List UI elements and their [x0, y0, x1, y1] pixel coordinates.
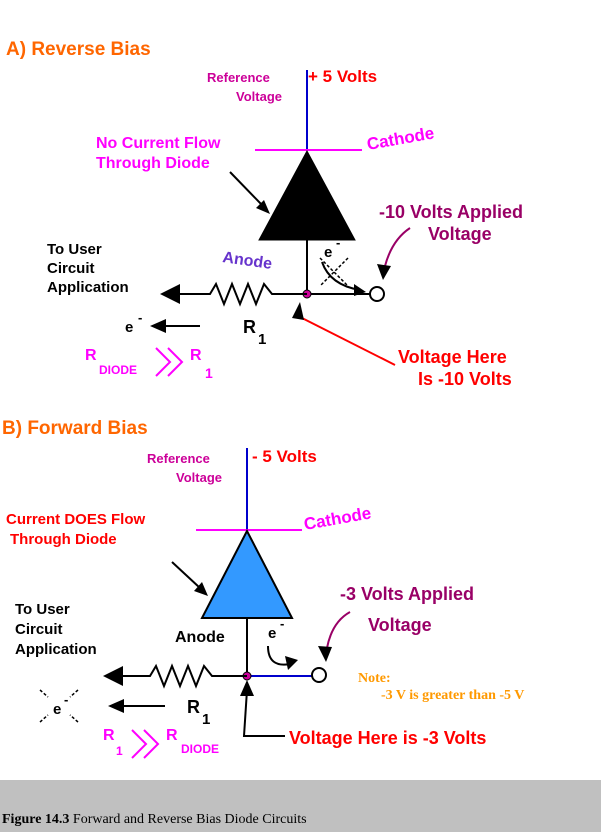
forward-compare-left: R [103, 727, 115, 744]
reverse-electron-arrowhead [354, 284, 366, 296]
forward-user-label-1: To User [15, 601, 70, 618]
reverse-reference-label-2: Voltage [236, 89, 282, 104]
reverse-applied-arrowhead [377, 264, 391, 280]
forward-applied-terminal [311, 667, 327, 683]
reverse-resistor-sub: 1 [258, 331, 266, 348]
reverse-applied-pointer [384, 227, 411, 267]
forward-reference-label-2: Voltage [176, 470, 222, 485]
reverse-node-arrowhead [292, 302, 304, 320]
forward-electron-line-sup: - [64, 692, 68, 707]
reverse-resistor [170, 281, 307, 307]
reverse-applied-terminal [369, 286, 385, 302]
forward-current-arrowhead [194, 582, 208, 596]
forward-burst-4 [69, 714, 79, 723]
forward-node-arrowhead [240, 680, 254, 696]
reverse-diode-symbol [258, 149, 356, 241]
forward-node-pointer [242, 689, 285, 737]
forward-applied-arrowhead [318, 646, 332, 662]
forward-current-label-1: Current DOES Flow [6, 511, 146, 528]
reverse-compare-right: R [190, 347, 202, 364]
reverse-electron-arrow-head [150, 319, 166, 333]
figure-caption-text: Forward and Reverse Bias Diode Circuits [69, 812, 307, 827]
forward-title: B) Forward Bias [2, 418, 148, 439]
forward-electron-diode-sup: - [280, 616, 284, 631]
reverse-block-mark-1 [319, 257, 349, 287]
reverse-no-current-label-1: No Current Flow [96, 135, 221, 152]
forward-electron-arrow-head [108, 699, 124, 713]
forward-current-arrow [171, 561, 201, 589]
forward-node-voltage: Voltage Here is -3 Volts [289, 728, 486, 748]
forward-note-text: -3 V is greater than -5 V [381, 688, 524, 703]
forward-electron-diode: e [268, 625, 276, 642]
reverse-title: A) Reverse Bias [6, 39, 151, 60]
figure-caption-label: Figure 14.3 [2, 812, 70, 827]
reverse-no-current-arrowhead [256, 200, 270, 214]
reverse-electron-line: e [125, 319, 133, 336]
reverse-no-current-label-2: Through Diode [96, 155, 210, 172]
forward-burst-1 [39, 689, 49, 698]
reverse-compare-left: R [85, 347, 97, 364]
reverse-resistor-label: R [243, 317, 256, 337]
reverse-electron-diode: e [324, 244, 332, 261]
reverse-user-label-2: Circuit [47, 260, 95, 277]
forward-electron-arrowhead [285, 656, 298, 670]
forward-burst-3 [69, 689, 79, 698]
forward-reference-value: - 5 Volts [252, 447, 317, 466]
reverse-node-pointer [297, 315, 396, 366]
forward-compare-chevron-2 [143, 729, 160, 759]
forward-anode-label: Anode [175, 629, 225, 646]
forward-user-label-3: Application [15, 641, 97, 658]
forward-resistor [113, 663, 247, 689]
forward-compare-chevron-1 [131, 729, 148, 759]
reverse-compare-chevron-2 [167, 347, 184, 377]
diagram-canvas: A) Reverse Bias Reference Voltage + 5 Vo… [0, 0, 601, 780]
diode-circuits-diagram: A) Reverse Bias Reference Voltage + 5 Vo… [2, 39, 524, 759]
reverse-node-voltage-2: Is -10 Volts [418, 369, 512, 389]
reverse-anode-label: Anode [221, 249, 273, 273]
forward-note-title: Note: [358, 671, 391, 686]
reverse-user-label-1: To User [47, 241, 102, 258]
forward-reference-label-1: Reference [147, 451, 210, 466]
reverse-compare-chevron-1 [155, 347, 172, 377]
forward-diode-symbol [200, 528, 294, 619]
reverse-electron-diode-sup: - [336, 235, 340, 250]
reverse-cathode-label: Cathode [365, 123, 435, 154]
forward-cathode-label: Cathode [302, 503, 372, 534]
forward-applied-label-1: -3 Volts Applied [340, 584, 474, 604]
reverse-node-voltage-1: Voltage Here [398, 347, 507, 367]
forward-resistor-label: R [187, 697, 200, 717]
reverse-block-mark-2 [319, 257, 349, 287]
forward-compare-right: R [166, 727, 178, 744]
forward-applied-pointer [326, 611, 351, 649]
reverse-output-arrowhead [160, 284, 180, 304]
forward-applied-label-2: Voltage [368, 615, 432, 635]
forward-compare-left-sub: 1 [116, 744, 123, 758]
reverse-applied-label-2: Voltage [428, 224, 492, 244]
reverse-compare-left-sub: DIODE [99, 363, 137, 377]
forward-current-label-2: Through Diode [10, 531, 117, 548]
reverse-electron-line-sup: - [138, 310, 142, 325]
forward-electron-line: e [53, 701, 61, 718]
reverse-applied-label-1: -10 Volts Applied [379, 202, 523, 222]
reverse-reference-label-1: Reference [207, 70, 270, 85]
reverse-no-current-arrow [229, 171, 263, 206]
forward-output-arrowhead [103, 666, 123, 686]
reverse-user-label-3: Application [47, 279, 129, 296]
figure-caption: Figure 14.3 Forward and Reverse Bias Dio… [2, 812, 307, 828]
forward-compare-right-sub: DIODE [181, 742, 219, 756]
forward-user-label-2: Circuit [15, 621, 63, 638]
forward-electron-path [267, 645, 291, 666]
reverse-compare-right-sub: 1 [205, 365, 213, 381]
forward-burst-2 [39, 714, 49, 723]
forward-resistor-sub: 1 [202, 711, 210, 728]
reverse-reference-value: + 5 Volts [308, 67, 377, 86]
